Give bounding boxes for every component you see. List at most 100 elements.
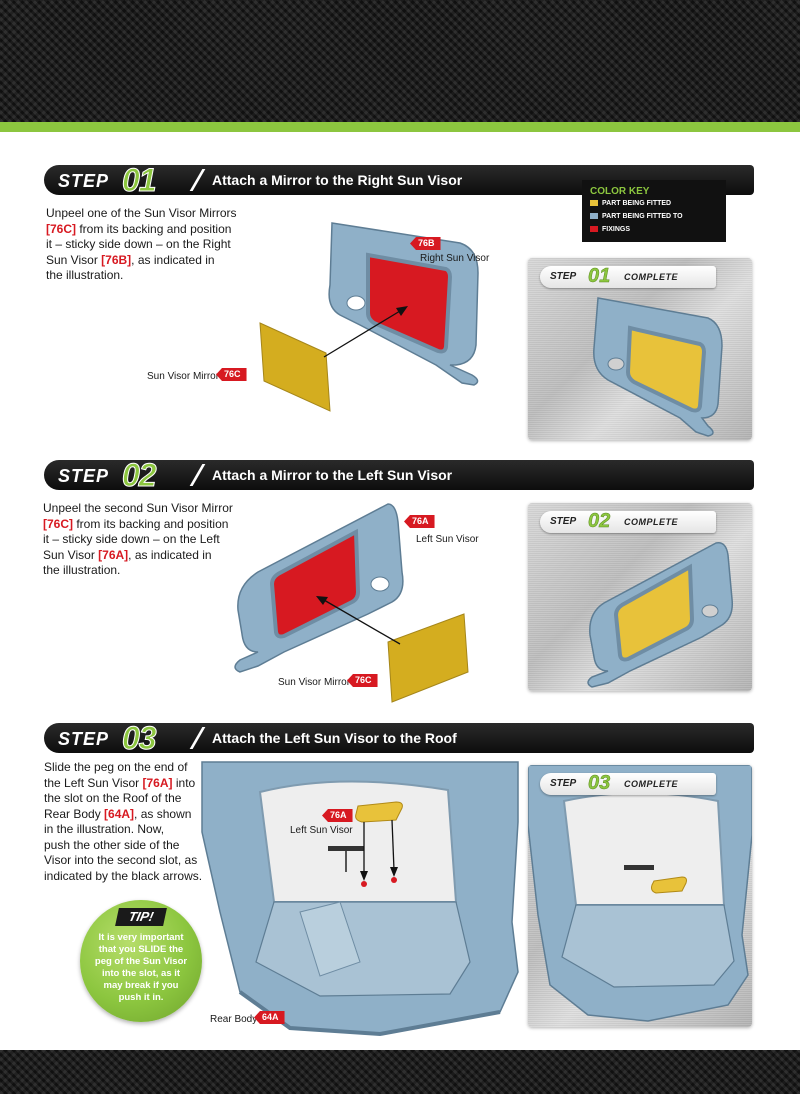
- tip-line: It is very important: [98, 932, 184, 943]
- part-label-right-sun-visor: Right Sun Visor: [420, 253, 490, 264]
- color-key-label: FIXINGS: [602, 226, 631, 233]
- left-sun-visor-part-image: [355, 801, 403, 823]
- step-01-complete-panel: STEP 01 COMPLETE: [528, 258, 752, 440]
- instruction-text: Sun Visor: [46, 252, 102, 267]
- step-number: 01: [122, 162, 158, 199]
- arrow-head: [390, 867, 398, 877]
- part-tag-76a: 76A: [404, 515, 435, 528]
- color-key-title: COLOR KEY: [590, 186, 650, 197]
- step-number: 03: [122, 720, 158, 757]
- step-header-background: [44, 723, 754, 753]
- instruction-text: it – sticky side down – on the Right: [46, 237, 231, 251]
- step-number: 02: [122, 457, 158, 494]
- instruction-text: in the illustration. Now,: [44, 822, 165, 836]
- step-02-instructions: Unpeel the second Sun Visor Mirror [76C]…: [43, 501, 243, 579]
- instruction-text: Rear Body: [44, 806, 105, 821]
- color-key: COLOR KEY PART BEING FITTED PART BEING F…: [582, 180, 726, 242]
- complete-step-number: 02: [588, 510, 611, 533]
- part-reference: [76C]: [46, 221, 77, 236]
- right-sun-visor-image: [328, 222, 479, 386]
- step-title: Attach a Mirror to the Left Sun Visor: [212, 467, 453, 483]
- instruction-text: from its backing and position: [76, 221, 232, 236]
- arrow-head: [360, 871, 368, 881]
- instruction-text: the illustration.: [46, 268, 124, 282]
- step-02-illustration: [234, 503, 469, 703]
- arrow-line: [323, 599, 401, 645]
- complete-word: COMPLETE: [624, 517, 679, 527]
- left-sun-visor-image: [234, 503, 404, 673]
- step-01-instructions: Unpeel one of the Sun Visor Mirrors [76C…: [46, 206, 246, 284]
- instruction-text: Unpeel one of the Sun Visor Mirrors: [46, 206, 237, 220]
- step-complete-badge: STEP 03 COMPLETE: [540, 772, 716, 795]
- part-label-sun-visor-mirror: Sun Visor Mirror: [278, 677, 351, 688]
- rear-body-image: [201, 761, 519, 1037]
- tip-line: into the slot, as it: [101, 968, 181, 979]
- color-key-label: PART BEING FITTED: [602, 200, 672, 207]
- instruction-text: , as indicated in: [128, 547, 212, 562]
- complete-step-number: 03: [588, 772, 611, 795]
- part-reference: [64A]: [104, 806, 135, 821]
- color-key-item: FIXINGS: [590, 226, 630, 236]
- rear-view-mirror: [328, 846, 364, 851]
- step-word: STEP: [58, 729, 110, 749]
- part-tag-64a: 64A: [254, 1011, 285, 1024]
- sun-visor-mirror-image: [259, 322, 331, 412]
- part-tag-76c: 76C: [216, 368, 247, 381]
- step-header-background: [44, 460, 754, 490]
- color-key-label: PART BEING FITTED TO: [602, 213, 683, 220]
- color-key-item: PART BEING FITTED: [590, 200, 671, 210]
- instruction-text: the illustration.: [43, 563, 121, 577]
- arrow-line: [323, 310, 401, 358]
- part-reference: [76A]: [142, 775, 173, 790]
- step-03-complete-panel: STEP 03 COMPLETE: [528, 765, 752, 1027]
- tip-text: It is very important that you SLIDE the …: [90, 932, 192, 1004]
- step-title: Attach a Mirror to the Right Sun Visor: [212, 172, 463, 188]
- tip-line: that you SLIDE the: [98, 944, 184, 955]
- tip-line: peg of the Sun Visor: [94, 956, 188, 967]
- step-03-illustration: [201, 761, 519, 1037]
- part-label-left-sun-visor: Left Sun Visor: [290, 825, 353, 836]
- complete-step-word: STEP: [550, 271, 577, 282]
- color-key-item: PART BEING FITTED TO: [590, 213, 683, 223]
- step-03-instructions: Slide the peg on the end of the Left Sun…: [44, 760, 214, 884]
- step-03-header: STEP 03 Attach the Left Sun Visor to the…: [44, 720, 754, 757]
- part-label-left-sun-visor: Left Sun Visor: [416, 534, 479, 545]
- instruction-text: Sun Visor: [43, 547, 99, 562]
- part-tag-76c: 76C: [347, 674, 378, 687]
- arrow-head: [396, 306, 408, 316]
- header-accent-strip: [0, 122, 800, 132]
- fixing-slot-2: [391, 877, 397, 883]
- step-word: STEP: [58, 171, 110, 191]
- complete-word: COMPLETE: [624, 272, 679, 282]
- part-tag-76b: 76B: [410, 237, 441, 250]
- step-01-illustration: [259, 222, 479, 412]
- sun-visor-mirror-image: [387, 613, 469, 703]
- fixing-slot-1: [361, 881, 367, 887]
- tip-line: push it in.: [118, 992, 164, 1003]
- step-complete-badge: STEP 02 COMPLETE: [540, 510, 716, 533]
- completed-roof-visor-image: [528, 765, 752, 1022]
- instruction-text: it – sticky side down – on the Left: [43, 532, 220, 546]
- instruction-text: push the other side of the: [44, 837, 180, 852]
- instruction-text: indicated by the black arrows.: [44, 868, 203, 883]
- tip-bubble: TIP! It is very important that you SLIDE…: [80, 900, 202, 1022]
- instruction-text: from its backing and position: [73, 516, 229, 531]
- instruction-text: the Left Sun Visor: [44, 775, 143, 790]
- part-label-rear-body: Rear Body: [210, 1014, 258, 1025]
- part-tag-76a: 76A: [322, 809, 353, 822]
- instruction-text: Unpeel the second Sun Visor Mirror: [43, 501, 233, 515]
- step-complete-badge: STEP 01 COMPLETE: [540, 265, 716, 288]
- complete-step-word: STEP: [550, 778, 577, 789]
- swatch-part-being-fitted: [590, 200, 598, 207]
- step-02-complete-panel: STEP 02 COMPLETE: [528, 503, 752, 691]
- completed-left-visor-image: [587, 542, 734, 688]
- header-carbon-banner: [0, 0, 800, 122]
- instruction-text: Slide the peg on the end of: [44, 760, 188, 774]
- instruction-text: , as shown: [134, 806, 192, 821]
- tip-title: TIP!: [115, 908, 167, 926]
- completed-right-visor-image: [593, 297, 723, 437]
- part-reference: [76A]: [98, 547, 129, 562]
- part-label-sun-visor-mirror: Sun Visor Mirror: [147, 371, 220, 382]
- arrow-head: [316, 596, 328, 605]
- instruction-text: , as indicated in: [131, 252, 215, 267]
